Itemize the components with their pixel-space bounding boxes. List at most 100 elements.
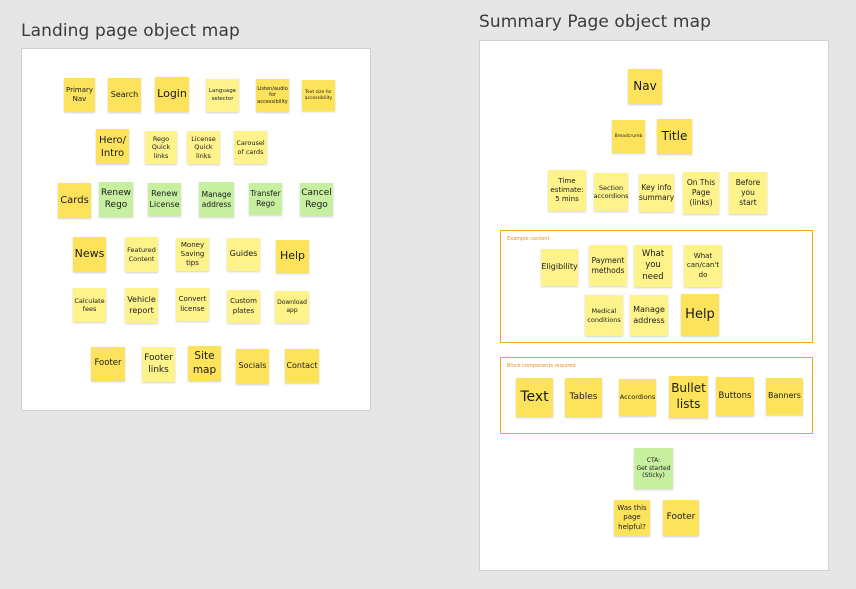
summary-sticky-note[interactable]: CTA: Get started (Sticky) — [634, 448, 673, 489]
landing-sticky-note[interactable]: Contact — [285, 349, 319, 383]
summary-sticky-note[interactable]: Key info summary — [639, 174, 674, 212]
sticky-note-text: Hero/ Intro — [98, 134, 127, 159]
summary-board-title: Summary Page object map — [479, 12, 711, 32]
summary-sticky-note[interactable]: Title — [657, 119, 692, 154]
sticky-note-text: Featured Content — [127, 246, 156, 263]
sticky-note-text: Key info summary — [639, 183, 674, 202]
summary-sticky-note[interactable]: Before you start — [729, 172, 767, 214]
sticky-note-text: Rego Quick links — [151, 134, 171, 160]
summary-sticky-note[interactable]: Payment methods — [589, 245, 627, 286]
summary-sticky-note[interactable]: Help — [681, 294, 719, 336]
sticky-note-text: Language selector — [208, 88, 237, 102]
sticky-note-text: Custom plates — [230, 297, 257, 315]
landing-sticky-note[interactable]: Cancel Rego — [300, 183, 333, 216]
sticky-note-text: Manage address — [633, 305, 665, 325]
sticky-note-text: Tables — [569, 391, 598, 402]
summary-sticky-note[interactable]: Section accordions — [594, 173, 628, 211]
sticky-note-text: CTA: Get started (Sticky) — [636, 456, 671, 480]
sticky-note-text: Renew License — [149, 189, 180, 209]
landing-sticky-note[interactable]: News — [73, 237, 106, 272]
landing-sticky-note[interactable]: Language selector — [206, 79, 239, 112]
summary-sticky-note[interactable]: Text — [516, 378, 553, 417]
sticky-note-text: Convert license — [178, 295, 207, 313]
sticky-note-text: Time estimate: 5 mins — [550, 176, 584, 204]
sticky-note-text: Medical conditions — [587, 307, 621, 324]
sticky-note-text: Calculate fees — [74, 296, 105, 313]
landing-sticky-note[interactable]: Rego Quick links — [145, 131, 177, 164]
landing-sticky-note[interactable]: Listen/audio for accessibility — [256, 79, 289, 112]
landing-sticky-note[interactable]: Vehicle report — [125, 288, 158, 323]
sticky-note-text: On This Page (links) — [686, 178, 716, 207]
summary-sticky-note[interactable]: Banners — [766, 378, 803, 415]
example-content-section: Example content — [500, 230, 813, 343]
summary-sticky-note[interactable]: Manage address — [630, 295, 668, 336]
summary-sticky-note[interactable]: Eligibility — [541, 249, 578, 286]
summary-sticky-note[interactable]: What you need — [634, 245, 672, 287]
sticky-note-text: Bullet lists — [671, 381, 706, 411]
landing-sticky-note[interactable]: Money Saving tips — [176, 238, 209, 271]
landing-sticky-note[interactable]: Transfer Rego — [249, 183, 282, 215]
landing-sticky-note[interactable]: Site map — [188, 346, 221, 381]
landing-sticky-note[interactable]: Renew License — [148, 183, 181, 216]
landing-sticky-note[interactable]: Carousel of cards — [234, 131, 267, 164]
landing-sticky-note[interactable]: Footer links — [142, 347, 175, 382]
sticky-note-text: News — [74, 247, 105, 261]
summary-sticky-note[interactable]: What can/can't do — [684, 245, 722, 287]
landing-sticky-note[interactable]: Login — [155, 77, 189, 112]
sticky-note-text: Vehicle report — [127, 295, 156, 315]
block-components-label: Block components required — [507, 363, 576, 369]
landing-sticky-note[interactable]: License Quick links — [187, 131, 220, 164]
summary-sticky-note[interactable]: Accordions — [619, 379, 656, 416]
summary-sticky-note[interactable]: Nav — [628, 69, 662, 104]
sticky-note-text: Transfer Rego — [250, 189, 281, 208]
sticky-note-text: Payment methods — [591, 255, 625, 275]
summary-sticky-note[interactable]: Tables — [565, 378, 602, 417]
summary-sticky-note[interactable]: Bullet lists — [669, 376, 708, 418]
sticky-note-text: Footer — [94, 358, 122, 369]
landing-sticky-note[interactable]: Socials — [236, 349, 269, 384]
summary-sticky-note[interactable]: Time estimate: 5 mins — [548, 170, 586, 211]
landing-sticky-note[interactable]: Search — [108, 78, 141, 112]
sticky-note-text: Download app — [277, 299, 307, 314]
landing-sticky-note[interactable]: Manage address — [199, 182, 234, 217]
landing-sticky-note[interactable]: Text size for accessibility — [302, 80, 335, 111]
landing-sticky-note[interactable]: Renew Rego — [99, 182, 133, 217]
sticky-note-text: Search — [110, 89, 139, 99]
landing-sticky-note[interactable]: Primary Nav — [64, 78, 95, 112]
summary-sticky-note[interactable]: Buttons — [716, 377, 754, 416]
landing-sticky-note[interactable]: Featured Content — [125, 237, 158, 272]
landing-sticky-note[interactable]: Hero/ Intro — [96, 129, 129, 164]
sticky-note-text: Site map — [192, 349, 217, 376]
landing-sticky-note[interactable]: Convert license — [176, 288, 209, 321]
sticky-note-text: Help — [279, 249, 306, 263]
sticky-note-text: Text — [520, 389, 549, 406]
example-content-label: Example content — [507, 236, 550, 242]
summary-sticky-note[interactable]: On This Page (links) — [683, 172, 719, 214]
summary-sticky-note[interactable]: Breadcrumb — [612, 120, 645, 153]
landing-sticky-note[interactable]: Calculate fees — [73, 288, 106, 322]
landing-sticky-note[interactable]: Download app — [275, 291, 309, 323]
sticky-note-text: Cards — [60, 195, 89, 206]
sticky-note-text: Title — [661, 128, 688, 143]
sticky-note-text: Breadcrumb — [614, 133, 643, 139]
sticky-note-text: Contact — [286, 360, 318, 370]
sticky-note-text: License Quick links — [191, 134, 216, 160]
sticky-note-text: Cancel Rego — [301, 187, 332, 210]
sticky-note-text: Banners — [768, 391, 801, 401]
sticky-note-text: Accordions — [619, 393, 656, 402]
landing-sticky-note[interactable]: Guides — [227, 238, 260, 271]
landing-sticky-note[interactable]: Custom plates — [227, 290, 260, 323]
landing-sticky-note[interactable]: Help — [276, 240, 309, 273]
sticky-note-text: Eligibility — [541, 262, 578, 272]
sticky-note-text: Nav — [633, 78, 657, 93]
sticky-note-text: What you need — [641, 249, 665, 282]
summary-sticky-note[interactable]: Footer — [663, 500, 699, 536]
summary-sticky-note[interactable]: Was this page helpful? — [614, 500, 650, 536]
summary-sticky-note[interactable]: Medical conditions — [585, 295, 623, 336]
sticky-note-text: Footer — [666, 512, 696, 523]
landing-sticky-note[interactable]: Footer — [91, 347, 125, 381]
sticky-note-text: Text size for accessibility — [304, 89, 333, 101]
sticky-note-text: Login — [157, 87, 187, 101]
landing-sticky-note[interactable]: Cards — [58, 183, 91, 218]
sticky-note-text: Renew Rego — [101, 187, 131, 210]
